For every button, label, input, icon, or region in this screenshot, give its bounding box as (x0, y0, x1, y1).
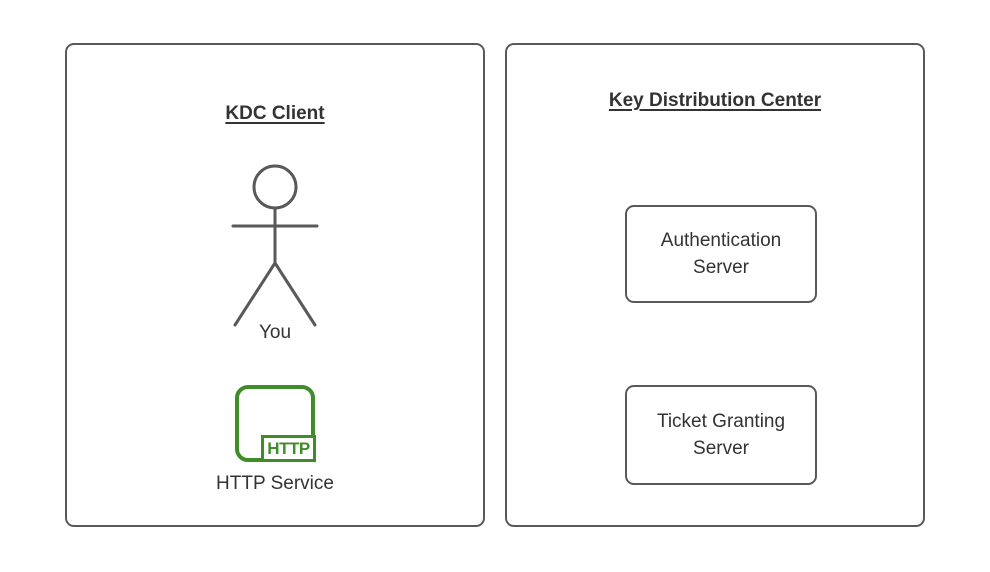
kdc-client-title: KDC Client (225, 103, 325, 124)
node-label: Ticket Granting Server (656, 411, 786, 459)
node-label: Authentication Server (660, 230, 782, 278)
http-service-label: HTTP Service (216, 473, 334, 494)
kdc-client-panel: KDC Client You HTTP HTTP Service (65, 43, 485, 527)
http-service-icon: HTTP (235, 385, 316, 462)
key-distribution-center-panel: Key Distribution Center Authentication S… (505, 43, 925, 527)
ticket-granting-server-node: Ticket Granting Server (625, 385, 817, 485)
actor-label: You (258, 322, 292, 343)
person-icon (231, 164, 319, 327)
authentication-server-node: Authentication Server (625, 205, 817, 303)
http-badge: HTTP (261, 435, 316, 462)
key-distribution-center-title: Key Distribution Center (608, 90, 822, 111)
